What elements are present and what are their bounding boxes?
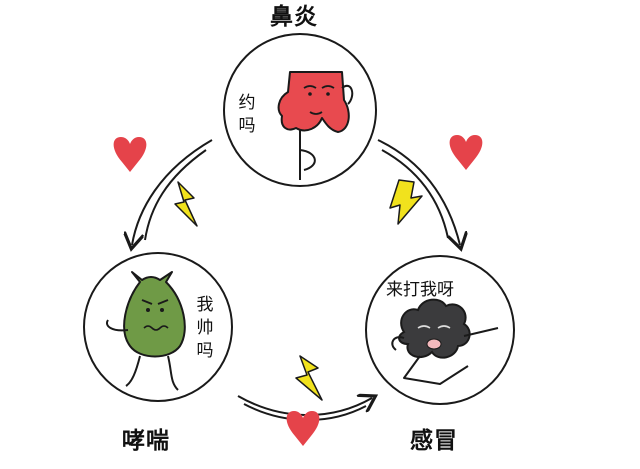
cold-character xyxy=(391,298,499,385)
asthma-title: 哮喘 xyxy=(122,428,170,454)
cold-speech: 来打我呀 xyxy=(386,280,454,300)
rhinitis-character xyxy=(277,71,354,180)
lightning-icon xyxy=(295,355,323,401)
cold-title: 感冒 xyxy=(410,428,458,454)
rhinitis-title: 鼻炎 xyxy=(270,4,318,30)
curved-arrow-icon xyxy=(132,139,213,245)
asthma-speech: 我帅吗 xyxy=(196,295,214,361)
rhinitis-speech: 约吗 xyxy=(238,93,256,136)
lightning-icon xyxy=(389,179,423,225)
curved-arrow-icon xyxy=(377,139,460,245)
heart-icon xyxy=(449,135,483,170)
lightning-icon xyxy=(174,181,198,227)
heart-icon xyxy=(113,137,147,172)
heart-icon xyxy=(286,411,320,446)
asthma-character xyxy=(106,271,186,391)
